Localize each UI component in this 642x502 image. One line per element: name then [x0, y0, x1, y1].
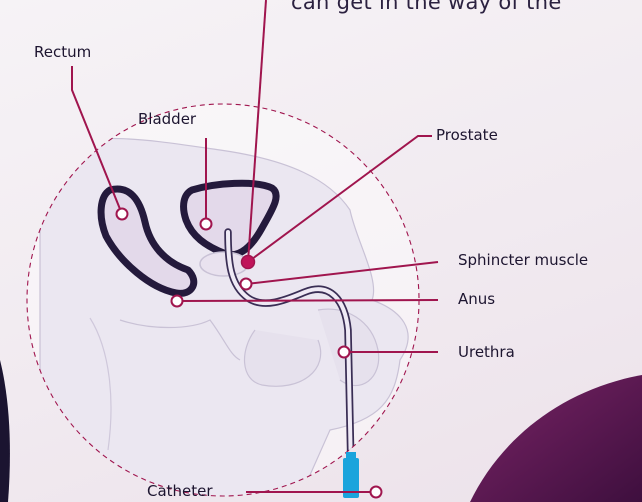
anus-leader: [177, 300, 438, 301]
sphincter-marker: [241, 279, 252, 290]
label-rectum: Rectum: [34, 43, 91, 61]
magnified-view: [27, 104, 419, 502]
label-bladder: Bladder: [138, 110, 196, 128]
catheter-marker: [371, 487, 382, 498]
urethra-marker: [339, 347, 350, 358]
rectum-marker: [117, 209, 128, 220]
headline-fragment: can get in the way of the: [291, 0, 562, 14]
prostate-marker: [242, 256, 255, 269]
accent-shape: [470, 375, 642, 502]
edge-strip: [0, 360, 10, 502]
bladder-marker: [201, 219, 212, 230]
anus-marker: [172, 296, 183, 307]
label-sphincter-muscle: Sphincter muscle: [458, 251, 588, 269]
label-urethra: Urethra: [458, 343, 515, 361]
prostate-organ: [200, 252, 248, 276]
label-anus: Anus: [458, 290, 495, 308]
label-prostate: Prostate: [436, 126, 498, 144]
label-catheter: Catheter: [147, 482, 213, 500]
